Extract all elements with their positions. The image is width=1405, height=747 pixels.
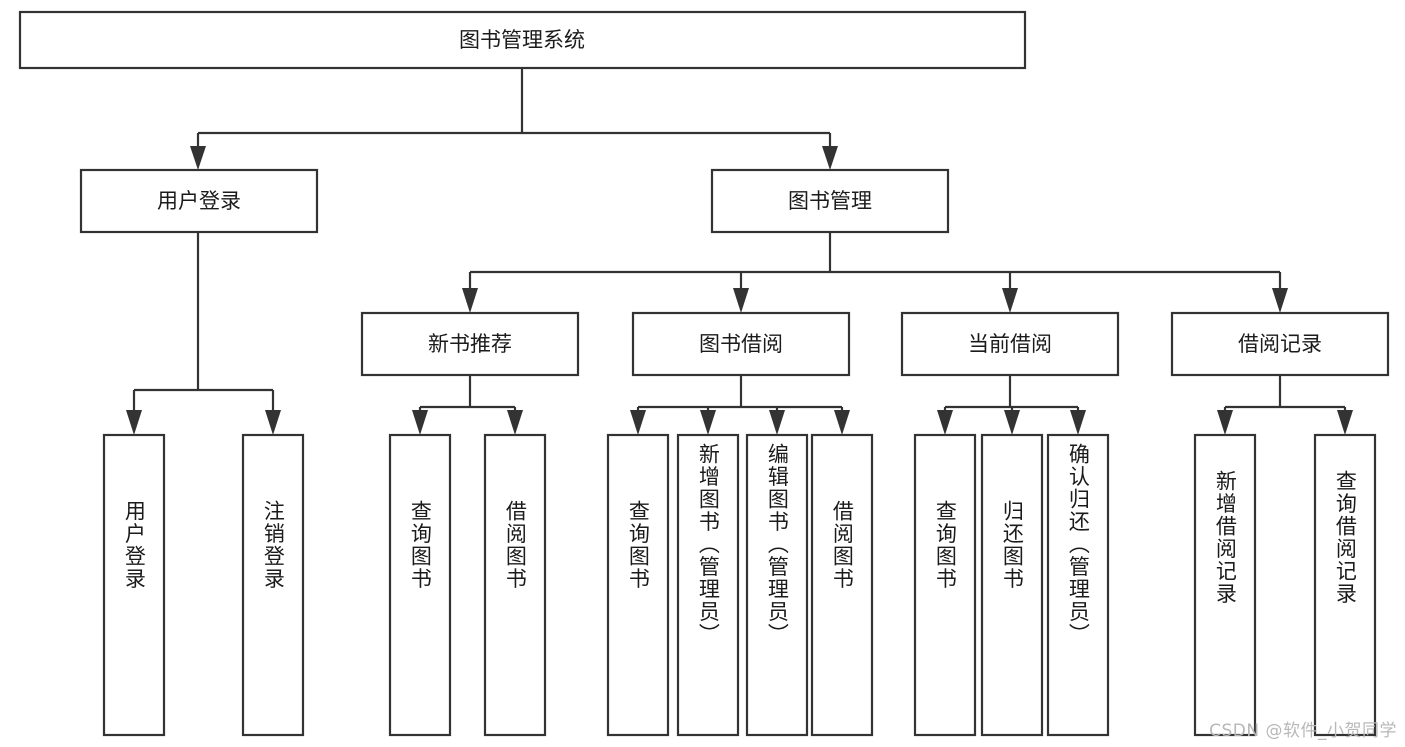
leaf-boxes-book-borrow [606,433,874,737]
node-book-borrow-box[interactable] [631,311,851,377]
node-new-book-recommend-label: 新书推荐 [428,332,512,356]
arrow-head-login [190,146,206,170]
node-root-label: 图书管理系统 [459,28,585,52]
leaf-box-rec-query-books[interactable] [388,433,452,737]
node-book-management[interactable]: 图书管理 [710,168,950,234]
node-new-book-recommend-box[interactable] [360,311,580,377]
node-book-management-box[interactable] [710,168,950,234]
arrow-head-current [1002,288,1018,313]
leaf-box-user-login-1[interactable] [102,433,166,737]
arrow-head-records-leaf-2 [1337,410,1353,435]
node-book-borrow-label: 图书借阅 [699,332,783,356]
arrow-head-new-rec-leaf-1 [412,410,428,435]
node-borrow-records-box[interactable] [1170,311,1390,377]
arrow-head-login-leaf-2 [265,410,281,435]
node-current-borrow[interactable]: 当前借阅 [900,311,1120,377]
node-user-login[interactable]: 用户登录 [79,168,319,234]
node-root-box[interactable] [18,10,1027,70]
csdn-watermark: CSDN @软件_小贺同学 [1209,721,1397,741]
arrow-head-current-leaf-1 [937,410,953,435]
leaf-boxes-borrow-records [1193,433,1377,737]
leaf-box-bor-edit-book-admin[interactable] [745,433,809,737]
node-borrow-records-label: 借阅记录 [1238,332,1322,356]
leaf-boxes-user-login [102,433,305,737]
arrow-head-records [1272,288,1288,313]
arrow-head-book-mgmt [822,146,838,170]
arrow-head-borrow-leaf-2 [700,410,716,435]
arrow-head-borrow-leaf-1 [630,410,646,435]
arrow-head-records-leaf-1 [1217,410,1233,435]
arrow-head-new-rec [462,288,478,313]
node-new-book-recommend[interactable]: 新书推荐 [360,311,580,377]
connector-records-to-leaves [1217,375,1353,435]
node-book-management-label: 图书管理 [788,189,872,213]
arrow-head-current-leaf-2 [1004,410,1020,435]
leaf-boxes-new-book-recommend [388,433,547,737]
leaf-box-rec-borrow-books[interactable] [483,433,547,737]
arrow-head-borrow-leaf-3 [769,410,785,435]
connector-borrow-to-leaves [630,375,850,435]
node-current-borrow-box[interactable] [900,311,1120,377]
connector-root-to-level2 [190,68,838,170]
node-book-borrow[interactable]: 图书借阅 [631,311,851,377]
connector-new-rec-to-leaves [412,375,523,435]
arrow-head-borrow [733,288,749,313]
leaf-box-cur-confirm-return-admin[interactable] [1046,433,1110,737]
arrow-head-borrow-leaf-4 [834,410,850,435]
connector-book-mgmt-to-level3 [462,232,1288,313]
node-user-login-box[interactable] [79,168,319,234]
connector-current-to-leaves [937,375,1086,435]
connector-login-to-leaves [126,232,281,435]
leaf-box-cur-return-books[interactable] [980,433,1044,737]
leaf-box-cur-query-books[interactable] [913,433,977,737]
leaf-box-bor-add-book-admin[interactable] [676,433,740,737]
leaf-boxes-current-borrow [913,433,1110,737]
arrow-head-login-leaf-1 [126,410,142,435]
node-borrow-records[interactable]: 借阅记录 [1170,311,1390,377]
leaf-box-rcd-query-record[interactable] [1313,433,1377,737]
arrow-head-new-rec-leaf-2 [507,410,523,435]
arrow-head-current-leaf-3 [1070,410,1086,435]
leaf-box-bor-query-books[interactable] [606,433,670,737]
leaf-box-bor-borrow-books[interactable] [810,433,874,737]
node-current-borrow-label: 当前借阅 [968,332,1052,356]
leaf-box-logout-login[interactable] [241,433,305,737]
leaf-box-rcd-add-record[interactable] [1193,433,1257,737]
node-user-login-label: 用户登录 [157,189,241,213]
node-root[interactable]: 图书管理系统 [18,10,1027,70]
